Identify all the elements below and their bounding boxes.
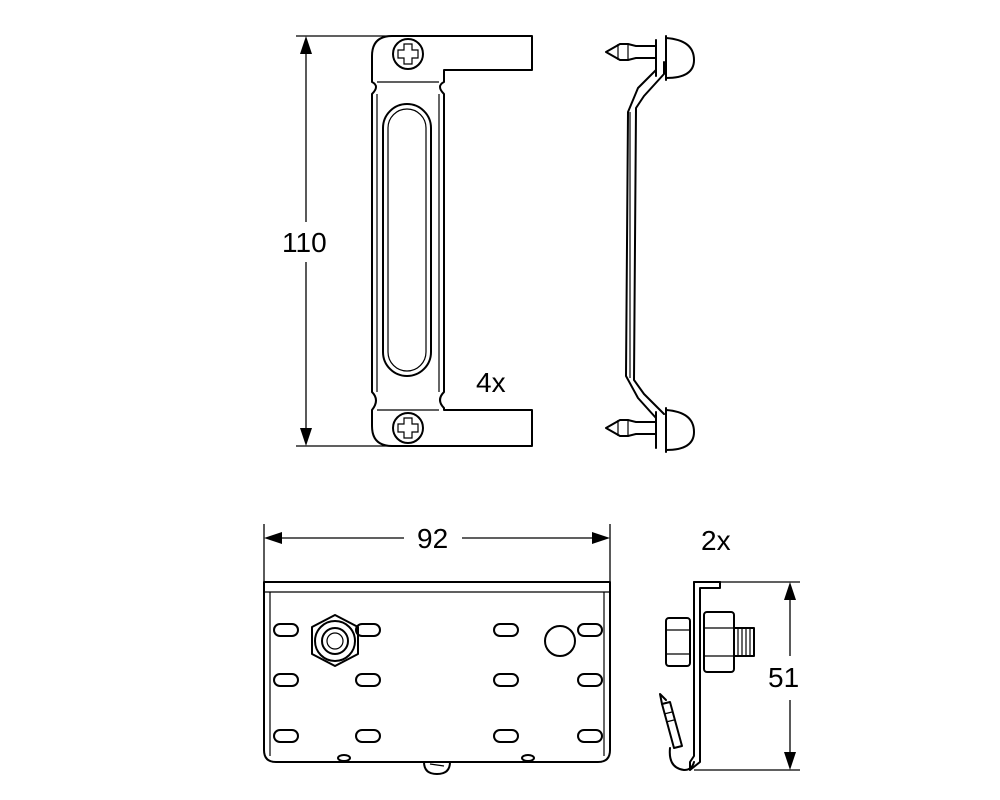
bracket-outline <box>371 35 533 447</box>
dimension-110-label: 110 <box>282 227 327 258</box>
plate-quantity-label: 2x <box>701 525 731 556</box>
plate-side-view <box>659 581 755 771</box>
bolt-head-icon <box>665 617 691 667</box>
plate-front-view <box>263 581 611 775</box>
dimension-110 <box>296 35 392 447</box>
plate-screw-icon <box>423 761 451 775</box>
bracket-slot-inner <box>387 108 427 372</box>
bracket-side-view <box>605 35 695 453</box>
side-screw-icon <box>659 693 695 771</box>
dimension-51 <box>694 581 800 771</box>
plate-outline <box>263 581 611 763</box>
screw-top-icon <box>392 38 424 70</box>
hex-nut-icon <box>311 614 359 667</box>
threaded-stud <box>733 627 755 657</box>
plate-round-hole <box>544 625 576 657</box>
bracket-slot <box>382 103 432 377</box>
side-nut-icon <box>703 611 735 673</box>
side-screw-head-top <box>665 37 695 79</box>
dimension-51-label: 51 <box>768 662 800 693</box>
bracket-quantity-label: 4x <box>476 367 506 398</box>
bracket-front-view <box>371 35 533 447</box>
side-screw-head-bottom <box>665 409 695 451</box>
screw-bottom-icon <box>392 412 424 444</box>
dimension-92-label: 92 <box>417 523 449 554</box>
dimension-92 <box>263 524 611 582</box>
